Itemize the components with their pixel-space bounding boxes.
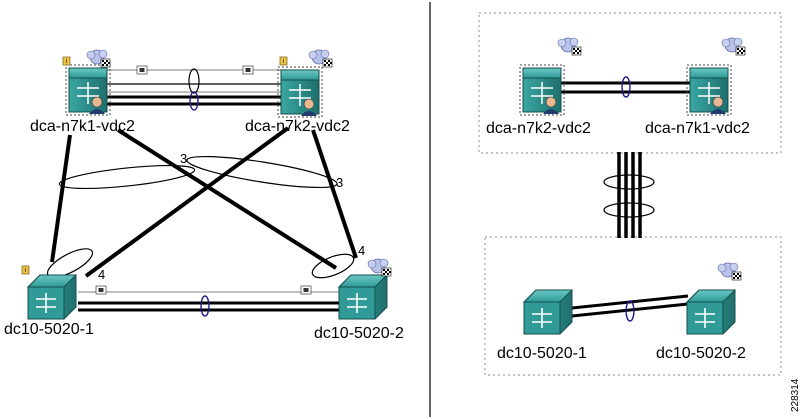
manager-icon [86,49,111,68]
nexus-7000-vdc-icon [65,64,111,116]
uplink-lines [50,126,358,278]
vdc-pair-container [478,12,782,154]
uplink-bundle-ellipses [46,155,355,279]
figure-id: 228314 [790,378,801,412]
nexus-5020-switch-icon [27,274,77,320]
node-label-dca-n7k1-vdc2: dca-n7k1-vdc2 [645,120,750,137]
manager-icon [721,37,746,56]
tag-icon [21,265,30,275]
manager-icon [308,49,333,68]
tag-icon [279,56,288,66]
port-icon [300,285,312,295]
manager-icon [367,258,392,277]
tag-icon [62,56,71,66]
manager-icon [557,37,582,56]
bundle-count-bottom-left: 4 [98,267,105,282]
port-icon [136,65,148,75]
nexus-7000-vdc-icon [277,66,323,118]
node-label-dc10-5020-2: dc10-5020-2 [314,325,404,342]
switch-pair-container [484,236,782,376]
node-label-dca-n7k2-vdc2: dca-n7k2-vdc2 [245,118,350,135]
bundle-count-cross-left: 3 [180,151,187,166]
nexus-5020-switch-icon [523,289,573,335]
nexus-5020-switch-icon [686,289,736,335]
manager-icon [717,262,742,281]
bottom-pair-link [571,294,689,322]
bundle-count-bottom-right: 4 [358,243,365,258]
bundle-count-cross-right: 3 [336,175,343,190]
node-label-dca-n7k2-vdc2: dca-n7k2-vdc2 [486,120,591,137]
vpc-peer-link-top [104,65,286,111]
node-label-dc10-5020-2: dc10-5020-2 [656,345,746,362]
nexus-7000-vdc-icon [519,64,565,116]
node-label-dca-n7k1-vdc2: dca-n7k1-vdc2 [30,118,135,135]
node-label-dc10-5020-1: dc10-5020-1 [497,345,587,362]
top-pair-link [560,76,690,98]
port-icon [95,285,107,295]
nexus-5020-switch-icon [338,274,388,320]
node-label-dc10-5020-1: dc10-5020-1 [4,321,94,338]
vpc-peer-link-bottom [78,285,340,317]
port-icon [242,65,254,75]
inter-pair-bundle [603,152,655,238]
nexus-7000-vdc-icon [686,64,732,116]
left-diagram: 3 3 4 4 [4,49,404,342]
right-diagram: dca-n7k2-vdc2 dca-n7k1-vdc2 dc10-5020-1 … [478,12,782,376]
